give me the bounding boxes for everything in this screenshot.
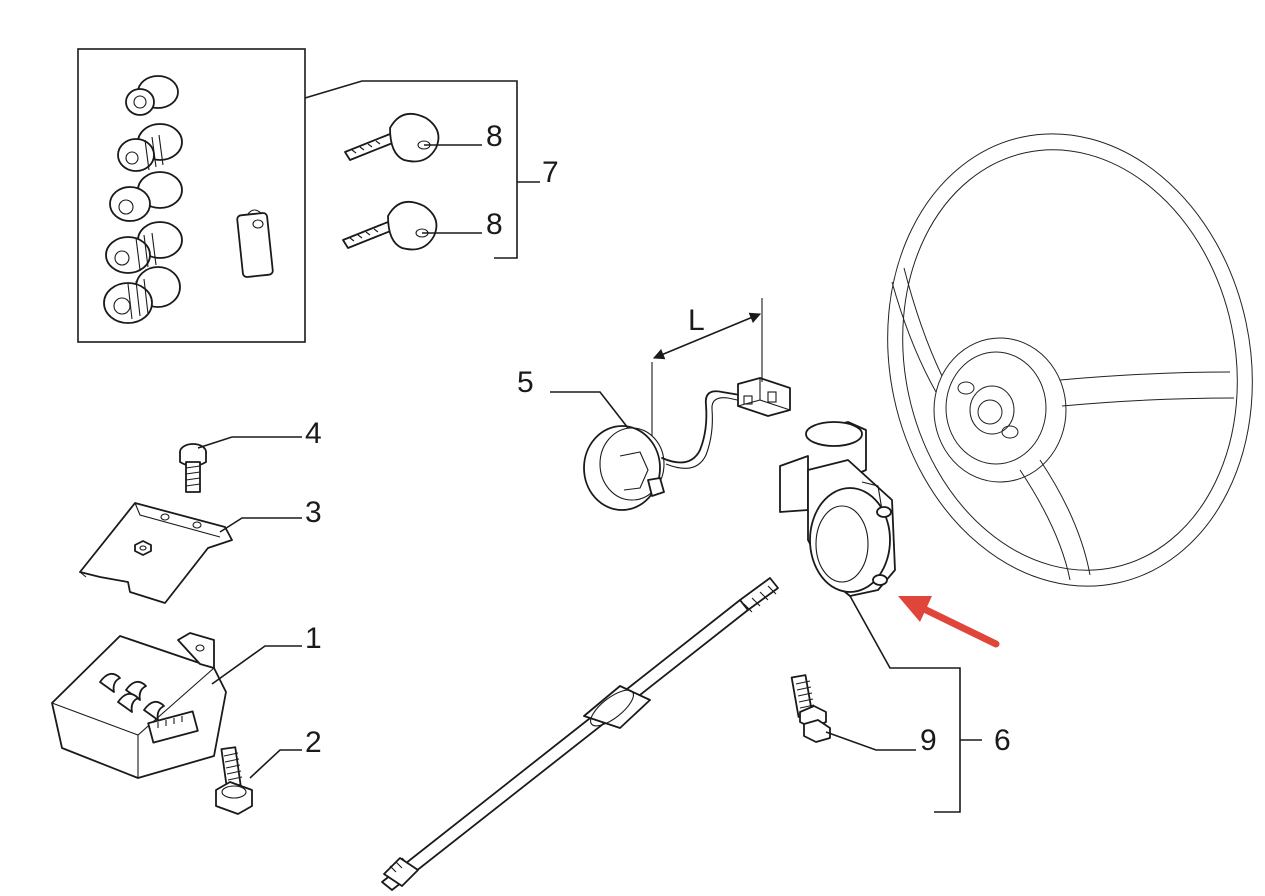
steering-wheel	[887, 133, 1253, 587]
lock-cylinder-2	[117, 123, 183, 172]
screw-part-2	[215, 746, 253, 815]
steering-shaft	[381, 577, 779, 891]
leader-3	[219, 517, 302, 533]
control-unit-part-1	[51, 632, 227, 779]
kit-frame	[77, 48, 306, 343]
key-lower	[342, 200, 438, 251]
steering-lock-housing-part-6	[779, 421, 896, 597]
label-8-lower: 8	[486, 208, 503, 241]
bracket-plate-part-3	[79, 502, 233, 604]
leader-5	[550, 391, 629, 429]
label-6: 6	[994, 724, 1011, 757]
label-dimension-L: L	[688, 304, 705, 337]
label-3: 3	[305, 496, 322, 529]
leader-9	[825, 731, 916, 751]
lock-cylinder-3	[109, 171, 183, 222]
dimension-arrow-L	[652, 312, 762, 360]
bracket-7	[304, 80, 518, 259]
key-upper	[344, 112, 440, 163]
key-tag	[236, 209, 274, 278]
clock-spring-part-5	[583, 377, 791, 511]
label-1: 1	[305, 622, 322, 655]
label-2: 2	[305, 726, 322, 759]
label-7: 7	[542, 156, 559, 189]
lock-cylinder-4	[105, 221, 183, 274]
label-5: 5	[517, 366, 534, 399]
bracket-6	[849, 595, 961, 813]
bolt-part-9	[790, 674, 831, 743]
leader-2	[249, 749, 302, 779]
leader-4	[197, 436, 302, 449]
lock-cylinder-1	[125, 75, 179, 116]
lock-cylinder-kit	[77, 48, 306, 343]
label-9: 9	[920, 724, 937, 757]
label-4: 4	[305, 417, 322, 450]
leader-1	[211, 645, 302, 685]
bolt-part-4	[179, 443, 207, 493]
label-8-upper: 8	[486, 120, 503, 153]
lock-cylinder-5	[103, 266, 181, 324]
highlight-arrow	[898, 596, 1000, 648]
